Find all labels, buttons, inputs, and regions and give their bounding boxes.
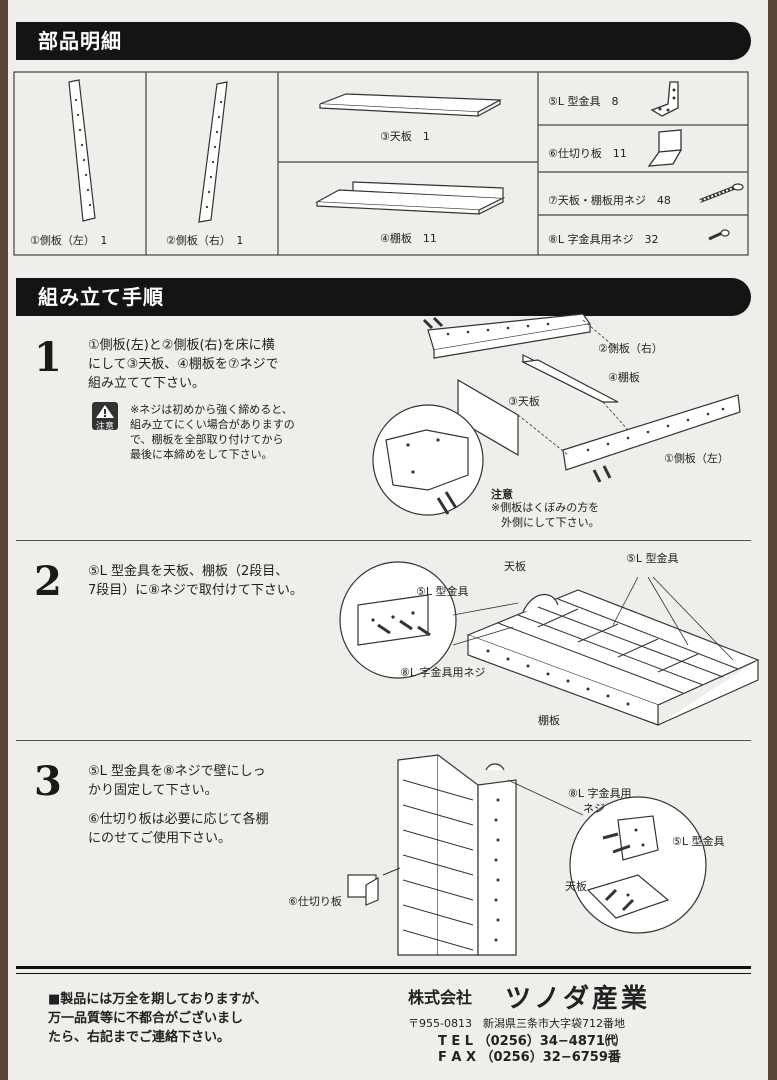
step-1-number: 1	[34, 334, 62, 381]
step-2-line: ⑤L 型金具を天板、棚板（2段目、	[88, 564, 289, 579]
shelf-board-drawing	[314, 181, 506, 215]
bracket-screw-icon	[708, 229, 730, 241]
note-line: 組み立てにくい場合がありますの	[130, 418, 295, 431]
diagram-screw-label: ⑧L 字金具用ネジ	[400, 666, 486, 679]
step-3-line: ⑤L 型金具を⑧ネジで壁にしっ	[88, 764, 266, 779]
diagram-top-label: 天板	[504, 560, 526, 573]
part-bracket-screw-label: ⑧L 字金具用ネジ 32	[548, 233, 659, 246]
footer-rule	[16, 966, 751, 969]
step-1-line: 組み立てて下さい。	[88, 376, 206, 391]
caution-badge-label: 注意	[96, 422, 115, 432]
right-side-panel-drawing	[198, 81, 228, 223]
part-right-side-label: ②側板（右） 1	[166, 234, 244, 247]
step-2-text: ⑤L 型金具を天板、棚板（2段目、 7段目）に⑧ネジで取付けて下さい。	[88, 562, 303, 600]
parts-table-grid	[13, 71, 749, 256]
step-3-line: ⑥仕切り板は必要に応じて各棚	[88, 812, 269, 827]
company-name: ツノダ産業	[505, 984, 651, 1014]
note-line: ※ネジは初めから強く締めると、	[130, 403, 293, 416]
step-1-line: にして③天板、④棚板を⑦ネジで	[88, 357, 279, 372]
instruction-sheet: 部品明細 ①側板（左） 1 ②側板（右） 1	[8, 0, 768, 1080]
company-address: 〒955-0813 新潟県三条市大字袋712番地	[408, 1017, 625, 1030]
footer-notice: ■製品には万全を期しておりますが、 万一品質等に不都合がございまし たら、右記ま…	[48, 990, 267, 1047]
step-3-wall-mount-diagram	[347, 754, 707, 956]
step-3-text-2: ⑥仕切り板は必要に応じて各棚 にのせてご使用下さい。	[88, 810, 269, 848]
step-3-line: かり固定して下さい。	[88, 783, 218, 798]
step-3-number: 3	[34, 758, 62, 805]
step-2-line: 7段目）に⑧ネジで取付けて下さい。	[88, 583, 303, 598]
company-prefix: 株式会社	[408, 988, 473, 1007]
step-1-text: ①側板(左)と②側板(右)を床に横 にして③天板、④棚板を⑦ネジで 組み立てて下…	[88, 336, 279, 393]
company-tel: T E L （0256）34−4871㈹	[438, 1034, 618, 1049]
divider-icon	[647, 129, 683, 167]
part-top-board-label: ③天板 1	[380, 130, 430, 143]
step-3-text: ⑤L 型金具を⑧ネジで壁にしっ かり固定して下さい。	[88, 762, 266, 800]
l-bracket-icon	[650, 81, 679, 117]
diagram-screw-label: ⑧L 字金具用	[568, 787, 632, 800]
diagram-shelf-label: ④棚板	[608, 371, 640, 384]
notice-line: たら、右記までご連絡下さい。	[48, 1030, 231, 1045]
footer-rule-thin	[16, 973, 751, 974]
note-line: ※側板はくぼみの方を	[491, 501, 600, 514]
step-1-assembly-diagram	[372, 313, 741, 516]
step-2-bracket-diagram	[339, 561, 760, 726]
diagram-bracket-label: ⑤L 型金具	[672, 835, 725, 848]
diagram-top-label: ③天板	[508, 395, 540, 408]
step-2-number: 2	[34, 558, 62, 605]
diagram-note: ※側板はくぼみの方を 外側にして下さい。	[491, 500, 600, 530]
step-divider	[16, 740, 751, 741]
part-shelf-board-label: ④棚板 11	[380, 232, 437, 245]
diagram-left-side-label: ①側板（左）	[664, 452, 729, 465]
company-fax: F A X （0256）32−6759番	[438, 1050, 621, 1065]
board-screw-icon	[699, 183, 744, 203]
left-side-panel-drawing	[68, 79, 96, 222]
notice-line: ■製品には万全を期しておりますが、	[48, 992, 268, 1007]
step-1-caution-note: ※ネジは初めから強く締めると、 組み立てにくい場合がありますの で、棚板を全部取…	[130, 402, 295, 462]
step-3-line: にのせてご使用下さい。	[88, 831, 232, 846]
parts-list-header: 部品明細	[16, 22, 751, 60]
diagram-divider-label: ⑥仕切り板	[288, 895, 342, 908]
part-divider-label: ⑥仕切り板 11	[548, 147, 627, 160]
notice-line: 万一品質等に不都合がございまし	[48, 1011, 244, 1026]
diagram-top-label: 天板	[565, 880, 587, 893]
diagram-shelf-label: 棚板	[538, 714, 560, 727]
diagram-screw-label-2: ネジ	[583, 802, 605, 815]
note-line: 最後に本締めをして下さい。	[130, 448, 273, 461]
part-l-bracket-label: ⑤L 型金具 8	[548, 95, 619, 108]
step-divider	[16, 540, 751, 541]
assembly-header: 組み立て手順	[16, 278, 751, 316]
diagram-bracket-label: ⑤L 型金具	[626, 552, 679, 565]
step-1-line: ①側板(左)と②側板(右)を床に横	[88, 338, 275, 353]
note-line: 外側にして下さい。	[501, 516, 600, 529]
diagram-note-title: 注意	[491, 488, 513, 501]
diagram-right-side-label: ②側板（右）	[598, 342, 663, 355]
part-left-side-label: ①側板（左） 1	[30, 234, 108, 247]
note-line: で、棚板を全部取り付けてから	[130, 433, 284, 446]
diagram-bracket-detail-label: ⑤L 型金具	[416, 585, 469, 598]
part-board-screw-label: ⑦天板・棚板用ネジ 48	[548, 194, 671, 207]
top-board-drawing	[319, 93, 503, 117]
caution-icon	[92, 402, 118, 430]
